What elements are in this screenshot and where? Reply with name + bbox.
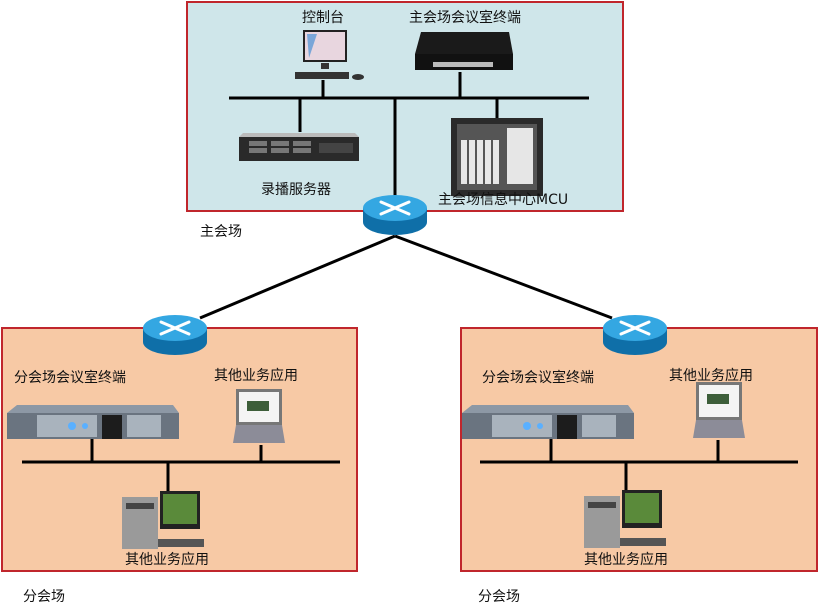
- branch2-zone-label: 分会场: [478, 589, 520, 605]
- router-icon: [143, 315, 207, 355]
- recorder-label: 录播服务器: [261, 182, 331, 198]
- branch-terminal-icon: [462, 405, 634, 439]
- router-icon: [363, 195, 427, 235]
- branch1-terminal-label: 分会场会议室终端: [14, 370, 126, 386]
- branch1-zone-label: 分会场: [23, 589, 65, 605]
- branch-site-zone-2: [460, 327, 818, 572]
- desktop-pc-icon: [584, 490, 666, 548]
- branch2-laptop-label: 其他业务应用: [669, 368, 753, 384]
- main-zone-label: 主会场: [200, 224, 242, 240]
- main-terminal-label: 主会场会议室终端: [409, 10, 521, 26]
- branch-terminal-icon: [7, 405, 179, 439]
- wan-link-2: [394, 234, 613, 320]
- console-label: 控制台: [302, 10, 344, 26]
- branch1-pc-label: 其他业务应用: [125, 552, 209, 568]
- laptop-icon: [233, 389, 285, 443]
- desktop-pc-icon: [122, 491, 204, 549]
- laptop-icon: [693, 382, 745, 438]
- recording-server-icon: [239, 133, 359, 161]
- wan-link-1: [199, 234, 396, 320]
- main-site-zone: [186, 1, 624, 212]
- mcu-label: 主会场信息中心MCU: [438, 192, 569, 208]
- console-computer-icon: [295, 30, 364, 80]
- branch2-pc-label: 其他业务应用: [584, 552, 668, 568]
- router-icon: [603, 315, 667, 355]
- branch2-terminal-label: 分会场会议室终端: [482, 370, 594, 386]
- branch-site-zone-1: [1, 327, 358, 572]
- mcu-chassis-icon: [451, 118, 543, 196]
- conference-terminal-icon: [415, 32, 513, 70]
- branch1-laptop-label: 其他业务应用: [214, 368, 298, 384]
